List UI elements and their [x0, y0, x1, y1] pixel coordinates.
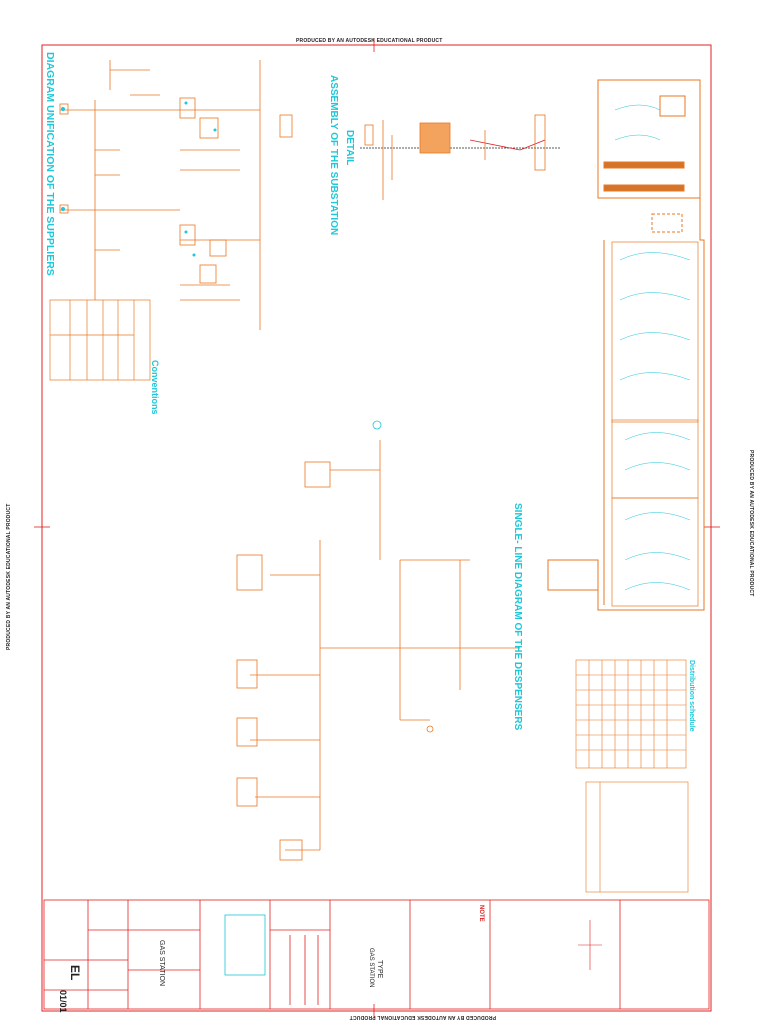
project-type: TYPE — [376, 960, 383, 979]
substation-detail — [360, 114, 560, 200]
title-block — [43, 899, 710, 1010]
sheet-border — [41, 44, 712, 1012]
suppliers-diagram — [59, 60, 293, 330]
substation-title-line1: DETAIL — [344, 130, 355, 166]
suppliers-title: DIAGRAM UNIFICATION OF THE SUPPLIERS — [44, 52, 56, 276]
watermark-bottom: PRODUCED BY AN AUTODESK EDUCATIONAL PROD… — [349, 1014, 496, 1020]
sheet-code: EL — [68, 965, 82, 981]
floor-plan-circuits — [614, 104, 691, 591]
single-line-diagram — [236, 420, 520, 861]
project-name-2: GAS STATION — [158, 940, 165, 987]
watermark-right: PRODUCED BY AN AUTODESK EDUCATIONAL PROD… — [748, 450, 754, 597]
watermark-top: PRODUCED BY AN AUTODESK EDUCATIONAL PROD… — [296, 38, 443, 44]
single-line-title: SINGLE- LINE DIAGRAM OF THE DESPENSERS — [512, 503, 523, 731]
note-heading: NOTE — [478, 905, 484, 922]
distribution-table — [575, 659, 689, 893]
substation-title-line2: ASSEMBLY OF THE SUBSTATION — [328, 75, 339, 236]
project-name: GAS STATION — [368, 948, 374, 988]
sheet-number: 01/01 — [58, 990, 68, 1013]
conventions-table — [49, 299, 151, 381]
floor-plan — [547, 79, 705, 611]
watermark-left: PRODUCED BY AN AUTODESK EDUCATIONAL PROD… — [6, 503, 12, 650]
conventions-title: Conventions — [150, 360, 160, 415]
distribution-title: Distribution schedule — [688, 660, 695, 732]
